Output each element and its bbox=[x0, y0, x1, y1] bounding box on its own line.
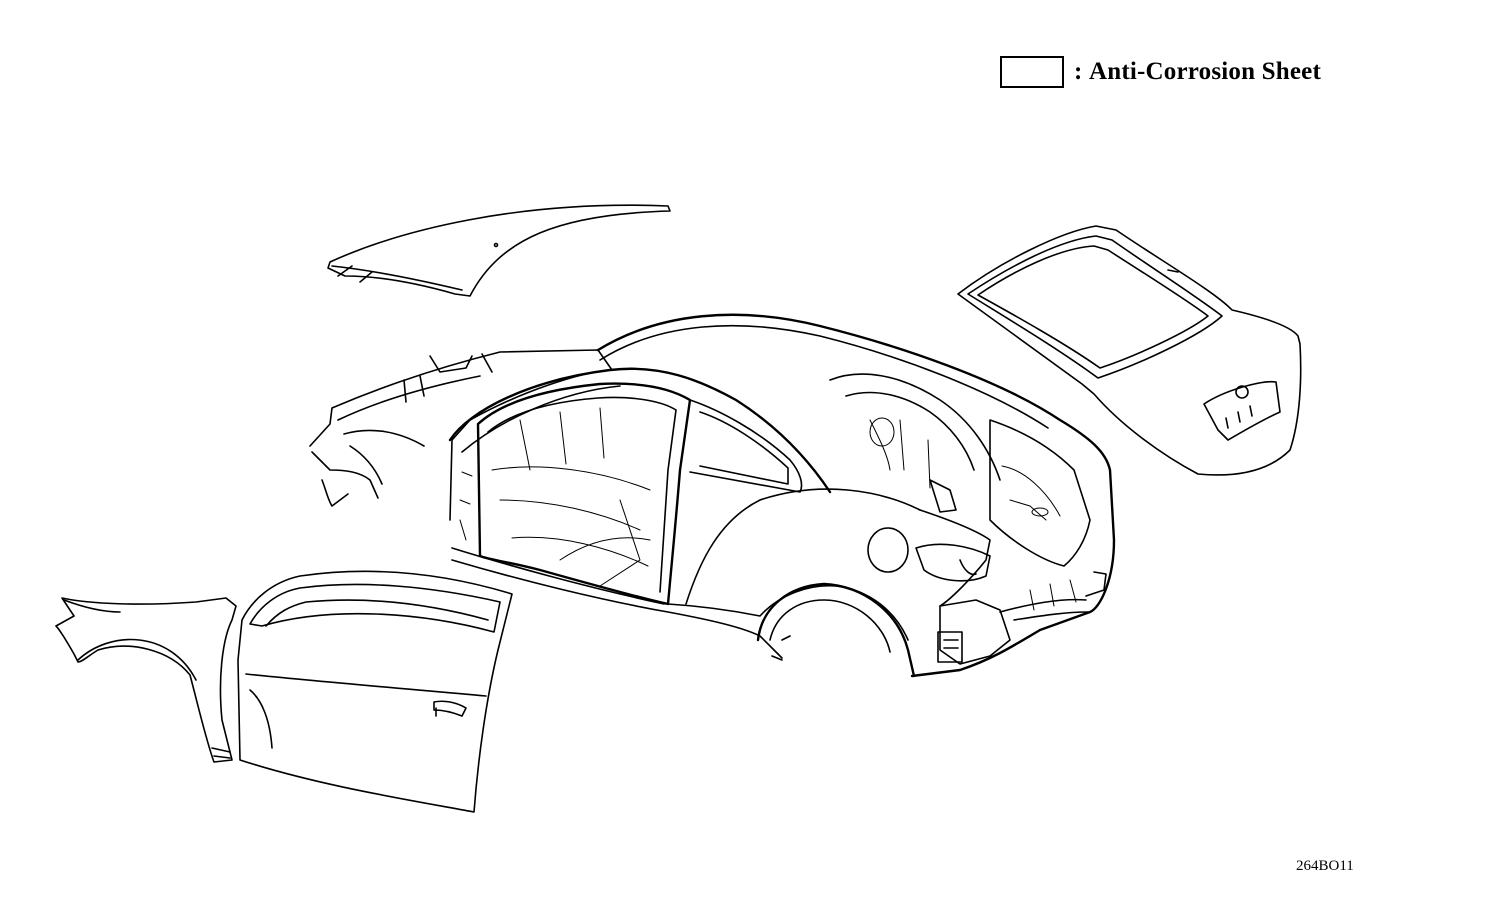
legend-swatch bbox=[1000, 56, 1064, 88]
front-fender-icon bbox=[55, 597, 237, 763]
legend-text: Anti-Corrosion Sheet bbox=[1088, 58, 1321, 85]
figure-code: 264BO11 bbox=[1296, 858, 1354, 874]
front-door-icon bbox=[237, 570, 513, 813]
hood-panel-icon bbox=[327, 204, 671, 297]
trunk-lid-icon bbox=[957, 225, 1302, 476]
car-body-shell-icon bbox=[309, 313, 1116, 678]
legend-separator: : bbox=[1074, 58, 1083, 85]
legend: : Anti-Corrosion Sheet bbox=[1000, 54, 1321, 90]
legend-label: : Anti-Corrosion Sheet bbox=[1074, 58, 1321, 86]
